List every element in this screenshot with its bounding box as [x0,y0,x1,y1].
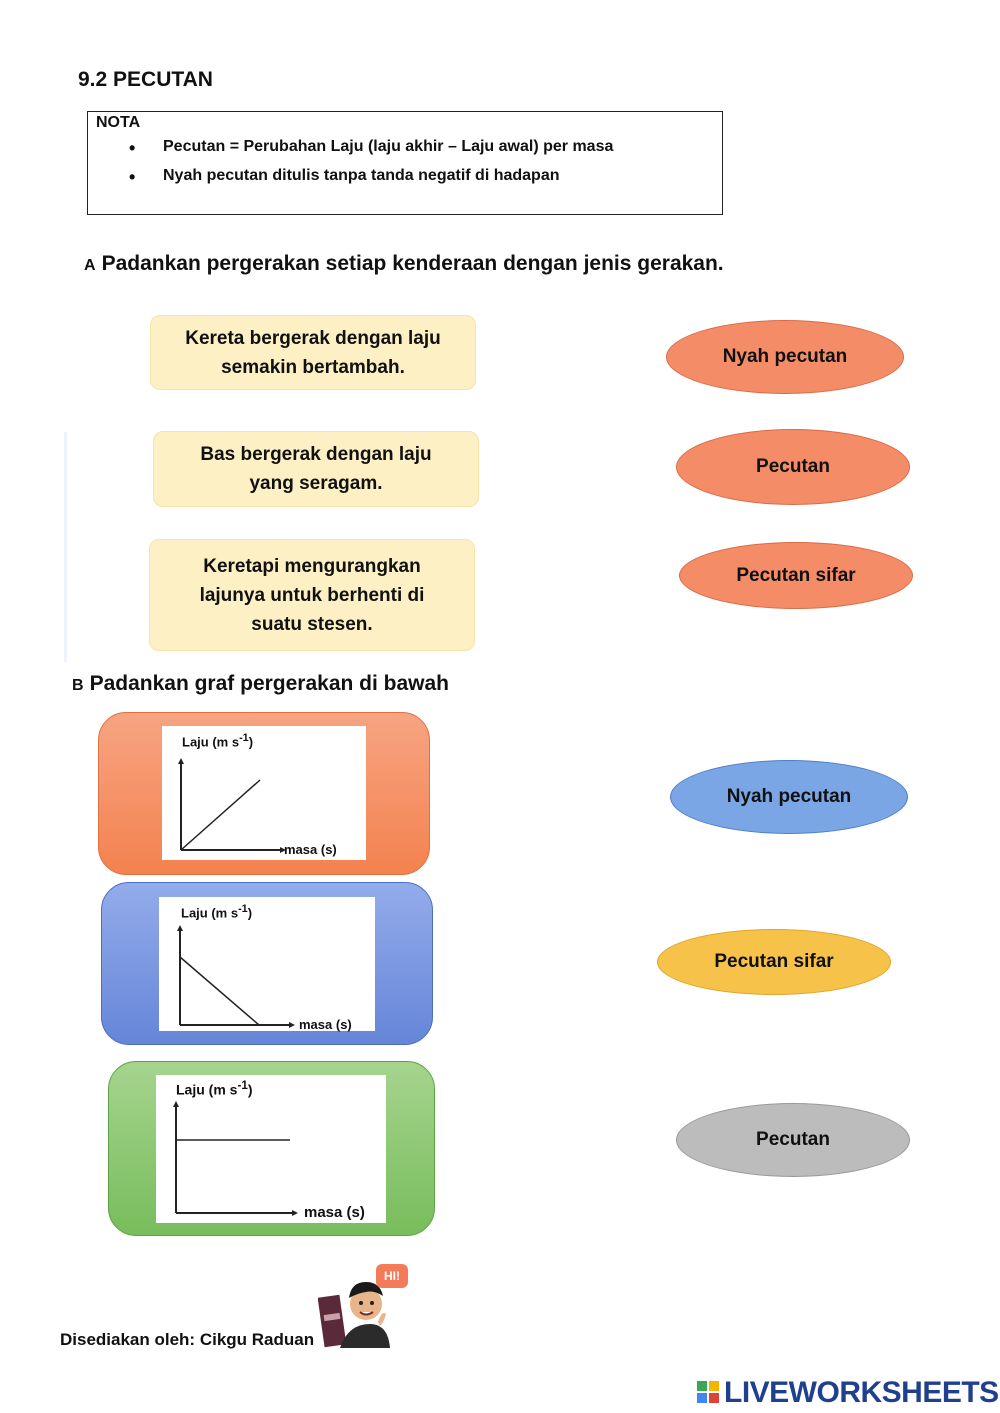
graph-line-increasing [180,779,261,851]
section-letter: A [84,257,96,274]
statement-card-2[interactable]: Bas bergerak dengan laju yang seragam. [153,431,479,507]
y-arrow [173,1101,179,1107]
answer-oval-b3[interactable]: Pecutan [676,1103,910,1177]
y-arrow [178,758,184,764]
divider [64,432,67,662]
x-axis-label: masa (s) [284,842,337,857]
x-axis-label: masa (s) [299,1017,352,1032]
graph-line-decreasing [179,956,260,1026]
y-axis-label: Laju (m s-1) [182,732,254,750]
nota-point-text: Nyah pecutan ditulis tanpa tanda negatif… [163,167,560,184]
bullet-icon: • [129,167,136,187]
section-instruction: Padankan pergerakan setiap kenderaan den… [101,252,724,275]
section-instruction: Padankan graf pergerakan di bawah [89,672,450,695]
answer-oval-b1[interactable]: Nyah pecutan [670,760,908,834]
graph-1-axes [178,758,286,853]
nota-box [87,111,723,215]
graph-2: Laju (m s-1) masa (s) [159,897,375,1032]
statement-card-1[interactable]: Kereta bergerak dengan laju semakin bert… [150,315,476,390]
section-a-heading: A Padankan pergerakan setiap kenderaan de… [84,252,724,276]
graph-1: Laju (m s-1) masa (s) [162,726,366,860]
teacher-avatar-icon: HI! [317,1262,413,1352]
brand-name[interactable]: LIVEWORKSHEETS [724,1376,999,1409]
statement-card-3[interactable]: Keretapi mengurangkan lajunya untuk berh… [149,539,475,651]
credit-text: Disediakan oleh: Cikgu Raduan [60,1330,315,1349]
y-axis-label: Laju (m s-1) [181,903,253,921]
answer-oval-a1[interactable]: Nyah pecutan [666,320,904,394]
y-arrow [177,925,183,931]
x-axis-label: masa (s) [304,1204,365,1221]
x-arrow [289,1022,295,1028]
answer-oval-a2[interactable]: Pecutan [676,429,910,505]
answer-oval-a3[interactable]: Pecutan sifar [679,542,913,609]
y-axis-label: Laju (m s-1) [176,1079,253,1098]
nota-label: NOTA [96,114,141,131]
nota-point-2: • Nyah pecutan ditulis tanpa tanda negat… [129,167,560,187]
x-arrow [280,847,286,853]
section-b-heading: B Padankan graf pergerakan di bawah [72,672,449,696]
nota-point-text: Pecutan = Perubahan Laju (laju akhir – L… [163,138,614,155]
graph-2-axes [177,925,295,1028]
bullet-icon: • [129,138,136,158]
graph-3: Laju (m s-1) masa (s) [156,1075,386,1223]
nota-point-1: • Pecutan = Perubahan Laju (laju akhir –… [129,138,614,158]
x-arrow [292,1210,298,1216]
page-title: 9.2 PECUTAN [78,68,213,91]
answer-oval-b2[interactable]: Pecutan sifar [657,929,891,995]
speech-bubble: HI! [376,1264,408,1288]
graph-3-axes [173,1101,298,1216]
liveworksheets-logo-icon [697,1381,719,1403]
section-letter: B [72,677,84,694]
